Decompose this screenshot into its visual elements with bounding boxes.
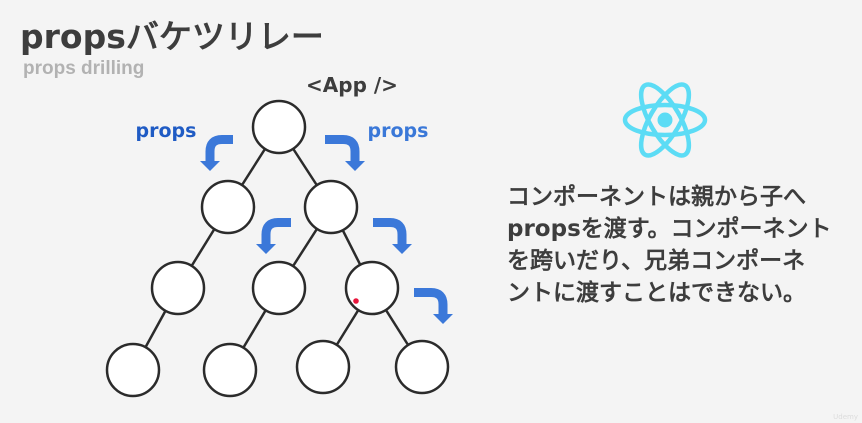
component-node-l3-a [105, 342, 161, 398]
component-node-l2-b [251, 260, 307, 316]
arrow-shaft [373, 218, 407, 244]
arrow-shaft [261, 218, 291, 244]
props-arrow-l2-c-to-l3-d [414, 288, 453, 324]
props-arrow-app-to-l1-right [325, 135, 365, 171]
cursor-marker [353, 298, 359, 304]
component-node-l1-right [303, 179, 359, 235]
slide-subtitle: props drilling [23, 58, 145, 79]
component-node-app [251, 99, 307, 155]
props-arrow-l1-right-to-l2-c [373, 218, 412, 254]
description-line: コンポーネントは親から子へ [507, 184, 806, 210]
arrow-shaft [205, 135, 233, 161]
props-arrow-l1-right-to-l2-b [256, 218, 291, 254]
arrow-head [345, 161, 365, 171]
slide-title: propsバケツリレー [20, 17, 324, 56]
description-line: propsを渡す。コンポーネント [507, 216, 832, 242]
props-arrow-app-to-l1-left [200, 135, 233, 171]
watermark: Udemy [833, 413, 858, 421]
tree-nodes [105, 99, 450, 398]
component-node-l3-b [202, 342, 258, 398]
app-root-label: <App /> [306, 73, 398, 97]
component-node-l1-left [200, 179, 256, 235]
arrow-head [256, 244, 276, 254]
tree-edges [131, 126, 424, 371]
arrow-head [200, 161, 220, 171]
component-node-l2-a [150, 260, 206, 316]
props-label-left: props [136, 120, 197, 142]
react-orbit [638, 82, 692, 158]
arrow-head [433, 314, 453, 324]
react-orbit [622, 102, 708, 138]
description-line: ントに渡すことはできない。 [507, 280, 806, 306]
arrow-shaft [325, 135, 360, 161]
react-core [657, 112, 673, 128]
description-text: コンポーネントは親から子へ propsを渡す。コンポーネント を跨いだり、兄弟コ… [507, 181, 862, 309]
description-line: を跨いだり、兄弟コンポーネ [507, 248, 806, 274]
component-tree-diagram: <App /> props props [105, 73, 453, 398]
arrow-head [392, 244, 412, 254]
component-node-l3-c [295, 339, 351, 395]
component-node-l2-c [344, 260, 400, 316]
props-label-right: props [368, 120, 429, 142]
arrow-shaft [414, 288, 448, 314]
react-logo-icon [622, 82, 708, 158]
props-arrows [200, 135, 453, 324]
react-orbit [638, 82, 692, 158]
component-node-l3-d [394, 339, 450, 395]
